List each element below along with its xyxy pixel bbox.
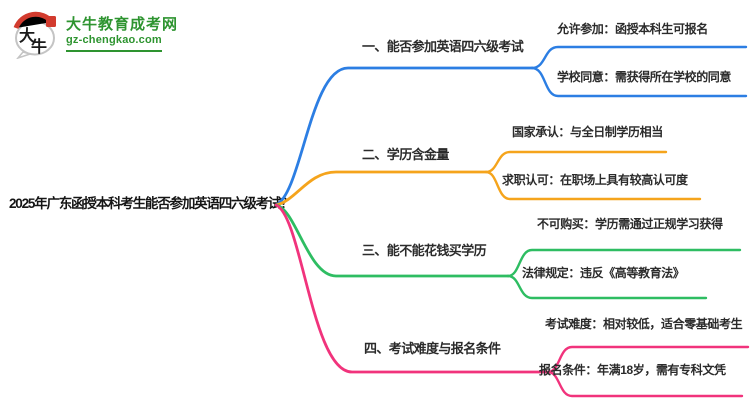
branch2-lower-connector [484,170,702,201]
branch4-upper-connector [546,345,750,374]
logo-char-da: 大 [19,26,35,45]
leaf-node-4-2: 报名条件：年满18岁，需有专科文凭 [539,363,726,377]
branch4-lower-connector [546,370,744,398]
leaf-node-3-2: 法律规定：违反《高等教育法》 [522,266,685,280]
mindmap-root-title: 2025年广东函授本科考生能否参加英语四六级考试？ [9,196,294,211]
speech-bubble-tail [16,51,33,59]
site-url: gz-chengkao.com [66,33,162,52]
leaf-node-1-1: 允许参加：函授本科生可报名 [557,22,708,36]
leaf-node-4-1: 考试难度：相对较低，适合零基础考生 [545,317,743,331]
leaf-node-2-2: 求职认可：在职场上具有较高认可度 [502,173,688,187]
branch3-line [274,203,510,278]
branch2-line [274,170,488,207]
logo-char-niu: 牛 [31,37,47,56]
branch1-line [274,66,534,207]
dainiu-logo-icon: 大 牛 [13,11,56,59]
branch-node-2: 二、学历含金量 [362,147,449,162]
leaf-node-3-1: 不可购买：学历需通过正规学习获得 [537,217,723,231]
branch-node-1: 一、能否参加英语四六级考试 [362,39,524,54]
branch-node-4: 四、考试难度与报名条件 [364,341,501,356]
leaf-node-2-1: 国家承认：与全日制学历相当 [512,125,663,139]
branch3-upper-connector [506,248,742,278]
site-name: 大牛教育成考网 [66,16,179,34]
red-seal-stamp [46,16,56,27]
leaf-node-1-2: 学校同意：需获得所在学校的同意 [557,70,732,84]
logo-text-block: 大牛教育成考网 gz-chengkao.com [66,16,178,52]
branch1-upper-connector [530,45,748,70]
branch3-lower-connector [506,274,708,300]
branch2-upper-connector [484,150,668,174]
site-logo: 大 牛 大牛教育成考网 gz-chengkao.com [13,9,178,59]
branch4-line [274,203,550,374]
branch1-lower-connector [530,66,748,98]
branch-node-3: 三、能不能花钱买学历 [362,243,487,258]
